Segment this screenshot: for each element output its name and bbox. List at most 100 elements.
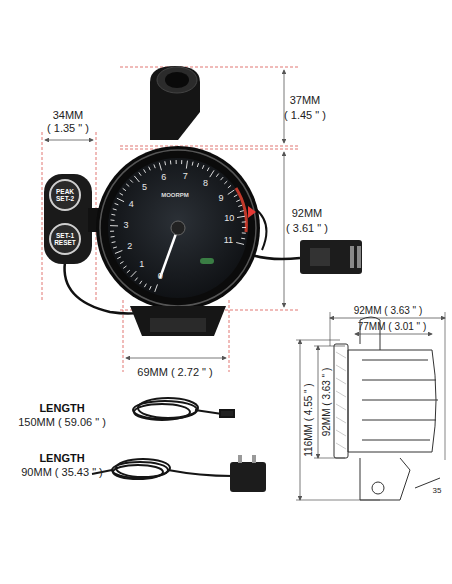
button-pod [44,174,92,264]
gauge-number: 1 [139,260,144,270]
gauge-tick [110,231,114,232]
button: PEAK SET-2 [49,179,81,211]
gauge-tick [224,181,227,184]
gauge-tick [242,232,246,233]
dimension-label: LENGTH [39,452,84,464]
shift-light [150,66,200,140]
hatch-line [336,365,346,371]
gauge-tick [216,174,218,177]
gauge-tick [111,236,115,238]
gauge-tick [140,281,142,284]
gauge-tick [123,188,126,190]
gauge-tick [134,176,139,182]
gauge-tick [113,209,117,210]
hatch-line [336,391,346,397]
gauge-tick [197,163,198,167]
extension-lines [42,67,300,372]
gauge-number: 7 [183,172,188,182]
gauge-tick [113,247,117,248]
dimension-label: ( 1.35 " ) [47,122,89,134]
gauge-tick [155,284,158,292]
button-label: SET-1 RESET [52,232,78,247]
gauge-tick [127,270,130,273]
gauge-tick [123,266,126,268]
gauge-tick [117,257,121,259]
gauge-tick [242,221,246,222]
dimension-label: 34MM [53,109,84,121]
gauge-number: 5 [142,183,147,193]
gauge-number: 2 [127,243,132,253]
hatch-line [336,404,346,410]
gauge-number: 3 [124,221,129,231]
gauge-tick [240,211,244,212]
gauge-tick [176,160,177,164]
gauge-tick [110,225,118,226]
gauge-tick [228,185,231,188]
gauge-tick [135,278,138,281]
gauge-tick [139,172,141,175]
gauge-tick [115,203,119,204]
dimension-label: 77MM ( 3.01 " ) [358,321,427,332]
gauge-tick [242,227,246,228]
gauge-tick [186,161,187,169]
gauge-number: 8 [203,179,208,189]
gauge-tick [131,271,137,277]
gauge-number: 6 [161,173,166,183]
gauge-tick [236,200,240,202]
gauge-tick [192,162,194,166]
gauge-tick [154,164,155,168]
gauge-tick [144,284,146,287]
dimension-label: ( 1.45 " ) [284,109,326,121]
cable-coil [92,398,234,479]
gauge-tick [120,262,123,264]
gauge-tick [207,168,209,172]
gauge-tick [149,286,151,290]
gauge-tick [228,190,235,194]
hatch-line [336,443,346,449]
gauge-tick [112,241,116,243]
gauge-tick [130,180,133,183]
power-adapter [230,455,266,492]
gauge-number: 10 [224,214,234,224]
dimension-label: 90MM ( 35.43 " ) [21,466,103,478]
gauge-tick [144,169,146,172]
gauge-tick [164,161,166,165]
gauge-tick [234,195,237,197]
gauge-number: 0 [158,272,163,282]
hatch-line [336,417,346,423]
button: SET-1 RESET [49,223,81,255]
dimension-label: 35 [433,487,442,496]
hatch-line [336,378,346,384]
gauge-number: 4 [129,200,134,210]
button-label: PEAK SET-2 [52,188,78,203]
dimension-label: 37MM [290,94,321,106]
gauge-tick [126,184,129,187]
gauge-tick [202,165,204,169]
gauge-tick [110,219,114,220]
gauge-tick [237,216,245,217]
dimension-label: 92MM ( 3.63 " ) [354,305,423,316]
gauge-number: 9 [219,194,224,204]
gauge-tick [111,214,115,216]
dimension-label: LENGTH [39,402,84,414]
hatch-line [336,430,346,436]
gauge-stand [150,318,206,332]
gauge-tick [149,167,151,171]
gauge-tick [210,170,214,177]
gauge-tick [220,177,223,180]
dimension-label: 92MM ( 3.63 " ) [321,366,332,439]
gauge-tick [117,198,124,202]
gauge-tick [120,193,123,195]
dimension-label: 116MM ( 4.55 " ) [303,381,314,458]
tachometer [96,146,260,310]
gauge-tick [238,205,242,206]
gauge-stand [130,306,226,336]
side-view [296,312,445,500]
gauge-number: 11 [224,236,233,246]
dimension-label: 150MM ( 59.06 " ) [18,416,106,428]
gauge-tick [170,160,171,164]
gauge-tick [236,243,244,245]
gauge-tick [159,163,161,171]
brand-logo: MOORPM [161,192,189,199]
gauge-tick [115,250,122,253]
